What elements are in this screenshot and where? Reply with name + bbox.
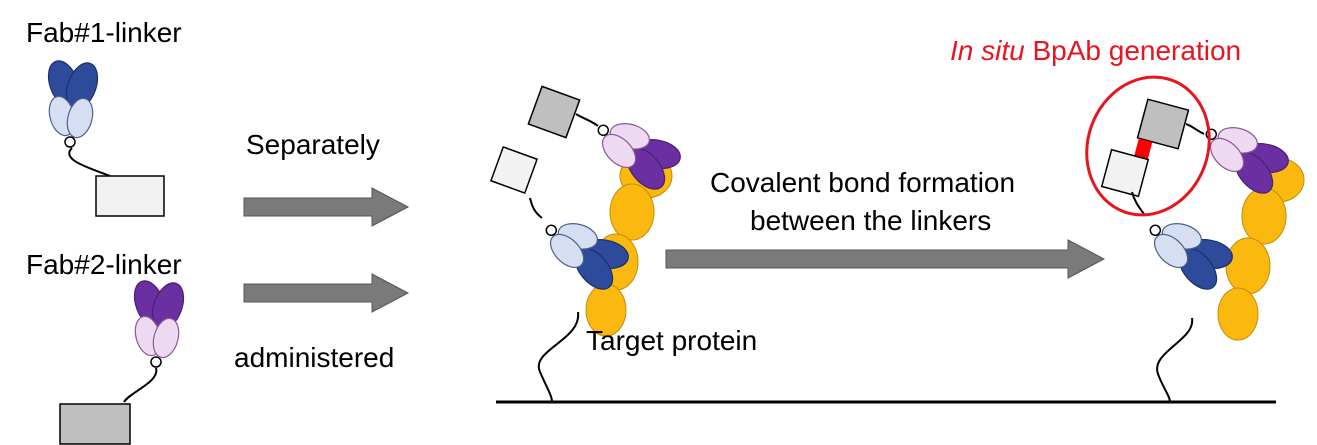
- linker-box-gray-1: [527, 85, 581, 139]
- covalent-bond: [1133, 138, 1153, 162]
- fab1-linker-line: [68, 147, 111, 177]
- insitu-title: In situ BpAb generation: [950, 35, 1241, 66]
- administered-label: administered: [234, 342, 394, 373]
- insitu-rest: BpAb generation: [1025, 35, 1241, 66]
- arrow-1: [243, 187, 410, 227]
- linker-line-gray-2: [1185, 123, 1205, 135]
- covalent-label-line2: between the linkers: [750, 205, 991, 236]
- fab1-icon: [41, 55, 105, 148]
- fab2-icon: [127, 275, 191, 368]
- linker-line-light-1: [529, 197, 543, 219]
- fab2-linker-label: Fab#2-linker: [26, 249, 182, 280]
- insitu-italic: In situ: [950, 35, 1025, 66]
- linker-box-light-2: [1100, 148, 1150, 198]
- linker-box-light-1: [489, 145, 539, 195]
- bpab-highlight-ellipse: [1085, 75, 1211, 217]
- linker-box-gray-2: [1136, 98, 1190, 150]
- fab2-linker-box: [59, 403, 131, 445]
- covalent-label-line1: Covalent bond formation: [710, 167, 1015, 198]
- fab1-bound-2: [1133, 203, 1244, 303]
- arrow-2: [243, 273, 410, 313]
- target-tether-1: [537, 311, 580, 403]
- linker-line-gray-1: [575, 113, 599, 127]
- arrow-covalent: [665, 239, 1106, 279]
- fab2-linker-line: [123, 367, 158, 403]
- fab1-linker-label: Fab#1-linker: [26, 17, 182, 48]
- target-protein-label: Target protein: [586, 325, 757, 356]
- target-tether-2: [1156, 317, 1194, 403]
- fab1-linker-box: [95, 175, 165, 217]
- separately-label: Separately: [246, 129, 380, 160]
- linker-line-light-2: [1131, 191, 1145, 215]
